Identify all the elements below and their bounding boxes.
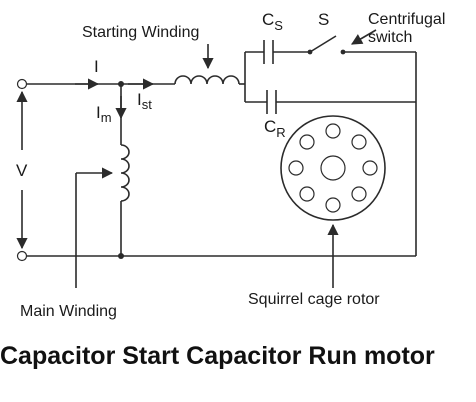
main-winding-coil [120,144,130,202]
rotor-label: Squirrel cage rotor [248,291,380,308]
main-winding-label: Main Winding [20,303,117,320]
cs-label: CS [262,10,283,33]
v-label: V [16,161,28,180]
switch-label: S [318,10,329,29]
centrifugal-label-line1: Centrifugal [368,11,445,28]
switch-blade [309,35,337,53]
ist-label: Ist [137,90,152,112]
squirrel-cage-rotor [280,115,386,221]
diagram-caption: Capacitor Start Capacitor Run motor [0,342,435,370]
centrifugal-label-line2: switch [368,29,412,46]
top-terminal [16,78,28,90]
starting-winding-coil [174,75,240,85]
i-label: I [94,57,99,76]
cr-label: CR [264,117,286,140]
centrifugal-arrow [351,29,377,45]
im-label: Im [96,103,112,125]
starting-winding-label: Starting Winding [82,24,199,41]
bottom-terminal [16,250,28,262]
